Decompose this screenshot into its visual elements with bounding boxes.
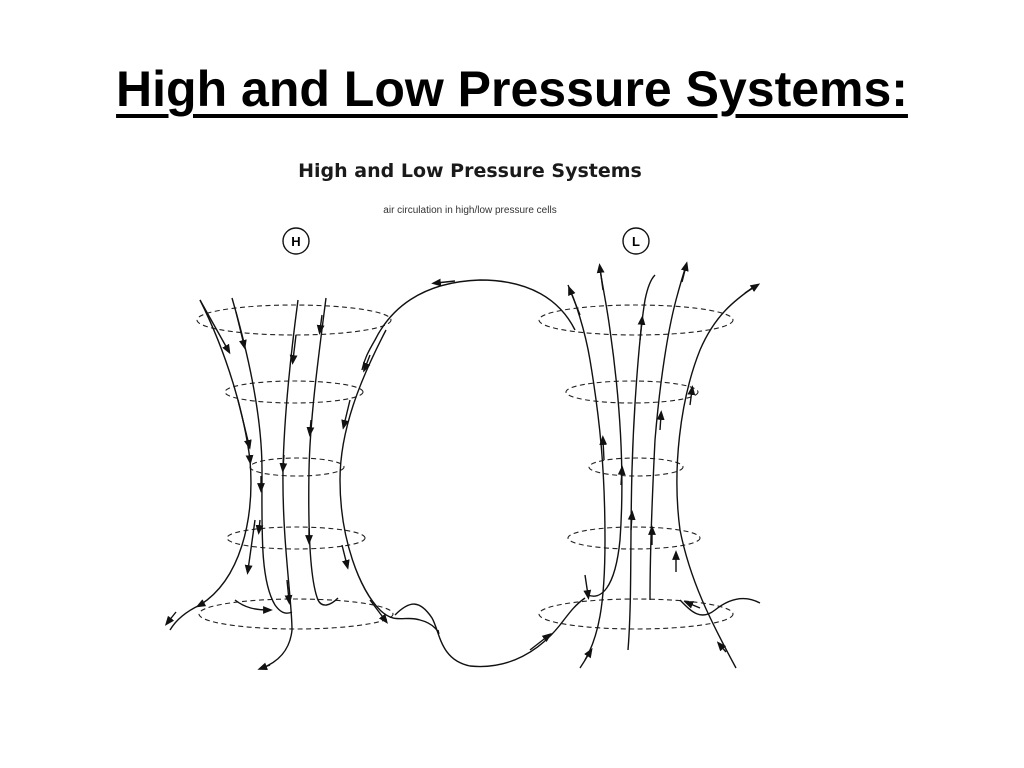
slide-title: High and Low Pressure Systems:	[116, 61, 908, 117]
diagram-subtitle: air circulation in high/low pressure cel…	[383, 205, 556, 216]
low-pressure-flows	[567, 261, 761, 669]
surface-flow	[394, 597, 586, 668]
upper-return-flow	[361, 278, 576, 373]
high-pressure-badge: H	[282, 227, 310, 255]
low-pressure-badge: L	[622, 227, 650, 255]
high-pressure-rings	[196, 304, 394, 630]
low-pressure-rings	[538, 304, 734, 630]
high-pressure-flows	[164, 297, 440, 670]
diagram-title: High and Low Pressure Systems	[298, 160, 642, 182]
low-pressure-label: L	[632, 234, 640, 249]
high-pressure-label: H	[291, 234, 300, 249]
